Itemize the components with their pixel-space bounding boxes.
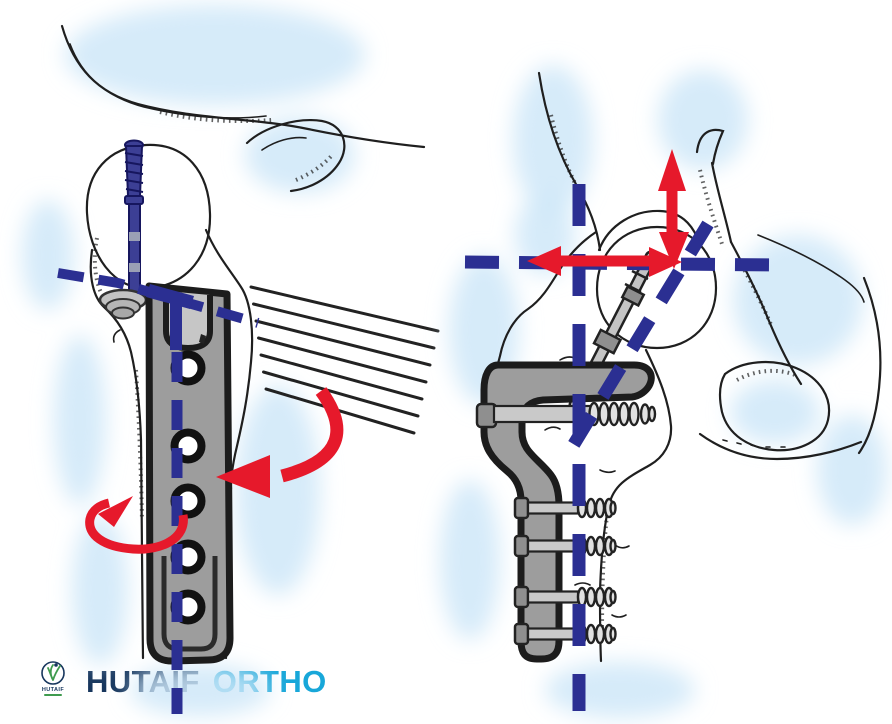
hatch-lines	[249, 285, 440, 435]
right-figure	[440, 65, 887, 718]
vertical-double-arrow	[658, 149, 689, 269]
shaft-screw	[513, 622, 617, 646]
brand-mark-subtitle-bar	[44, 694, 62, 696]
hatch-line	[252, 302, 436, 350]
pelvis-outline	[537, 71, 882, 461]
shaft-screw	[513, 496, 617, 520]
plate-hole	[170, 483, 206, 519]
guide-screw	[98, 139, 148, 320]
plate-hole	[170, 589, 206, 625]
plate-hole	[170, 539, 206, 575]
brand-logo-mark: HUTAIF	[34, 660, 72, 696]
brand-emblem-icon	[41, 661, 65, 685]
hatch-line	[254, 319, 432, 367]
hatch-line	[257, 336, 428, 384]
shaft-screw	[513, 534, 617, 558]
rotation-arrow	[85, 496, 188, 554]
wordmark-secondary: ORTHO	[212, 664, 327, 699]
shaft-screws	[513, 496, 617, 646]
plate-holes	[170, 350, 206, 625]
horizontal-double-arrow	[527, 246, 682, 277]
soft-shading	[440, 65, 887, 718]
brand-mark-title: HUTAIF	[41, 687, 65, 693]
alignment-dashed-lines	[464, 184, 780, 711]
hatch-line	[259, 353, 424, 401]
screw-washer	[98, 288, 148, 320]
blade-plate	[475, 361, 657, 663]
left-figure	[22, 5, 440, 716]
soft-shading	[22, 5, 365, 716]
plate-hole	[170, 428, 206, 464]
hatch-line	[249, 285, 440, 333]
brand-lockup: HUTAIF HUTAIF ORTHO	[34, 660, 327, 697]
brand-wordmark: HUTAIF ORTHO	[86, 666, 327, 697]
hatch-line	[264, 387, 416, 435]
guide-wire	[568, 249, 658, 412]
plate-hole	[170, 350, 206, 386]
alignment-dashed-lines	[57, 268, 260, 714]
hatch-line	[262, 370, 420, 418]
femur-outline	[495, 225, 718, 663]
femur-outline	[85, 143, 254, 660]
pelvis-outline	[60, 24, 426, 193]
impaction-arrow	[216, 387, 344, 498]
wordmark-primary: HUTAIF	[86, 664, 200, 699]
shaft-screw	[513, 585, 617, 609]
plate-bolt-head	[475, 402, 498, 429]
slotted-plate	[145, 282, 234, 665]
neck-screw	[492, 401, 657, 427]
